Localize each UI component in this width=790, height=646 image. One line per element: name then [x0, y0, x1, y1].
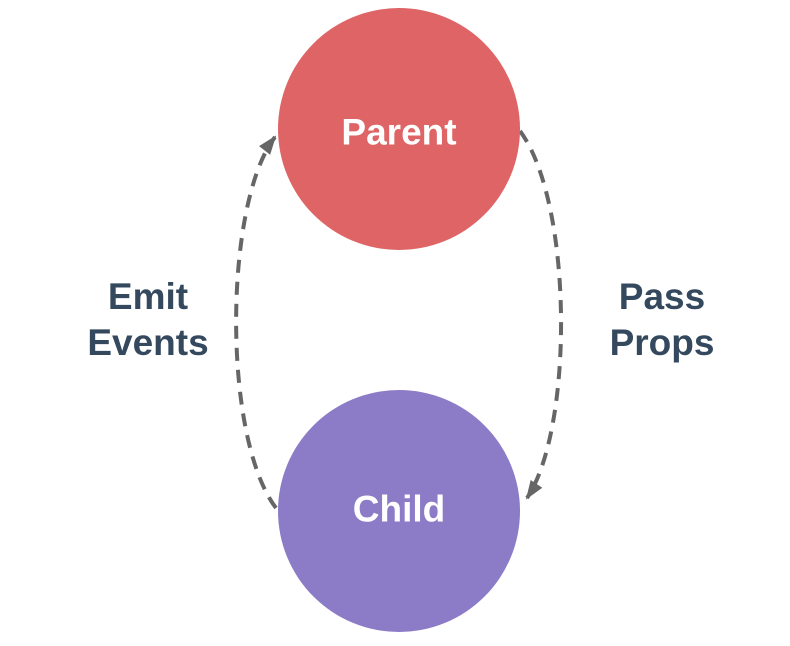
pass-props-arrow [518, 129, 563, 500]
child-node-label: Child [353, 489, 445, 530]
pass-props-label: Pass Props [609, 276, 715, 363]
emit-events-label: Emit Events [87, 276, 209, 363]
parent-node [278, 8, 520, 250]
parent-node-label: Parent [341, 112, 456, 153]
emit-events-arrow [234, 135, 278, 510]
child-node [278, 390, 520, 632]
